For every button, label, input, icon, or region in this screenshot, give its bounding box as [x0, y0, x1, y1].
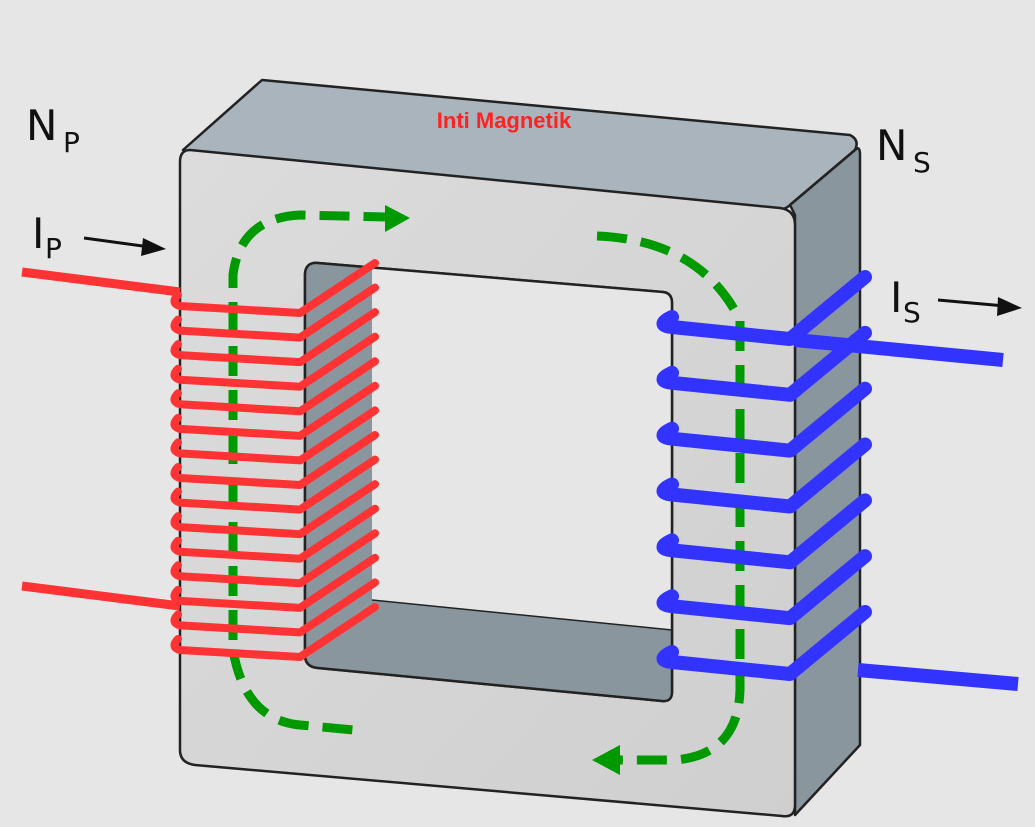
- primary-turns-symbol: N: [26, 101, 57, 150]
- primary-turn: [170, 308, 379, 367]
- secondary-current-symbol: I: [890, 273, 902, 322]
- core-window-edge: [371, 599, 673, 631]
- primary-turn: [170, 357, 379, 416]
- primary-turns-subscript: P: [63, 126, 80, 159]
- secondary-turn: [656, 493, 872, 570]
- primary-winding: [21, 259, 379, 661]
- primary-turn: [170, 259, 379, 317]
- primary-current-symbol: I: [32, 209, 44, 258]
- core-window-back: [372, 268, 672, 630]
- primary-turns-label: N P: [26, 101, 80, 159]
- core-title-label: Inti Magnetik: [437, 108, 572, 133]
- primary-turn: [170, 504, 379, 563]
- secondary-lead-out: [794, 333, 1004, 367]
- secondary-turn: [656, 270, 872, 346]
- primary-lead-in: [21, 267, 181, 297]
- secondary-turn: [656, 437, 872, 514]
- secondary-turn: [656, 381, 872, 458]
- secondary-turns-subscript: S: [913, 146, 931, 179]
- flux-top-right-arc: [596, 231, 745, 765]
- primary-turn: [170, 332, 379, 391]
- secondary-turn: [656, 549, 872, 626]
- primary-turn: [170, 283, 379, 342]
- secondary-lead-in: [857, 663, 1019, 691]
- secondary-winding: [656, 270, 1019, 691]
- secondary-turns-label: N S: [876, 121, 931, 179]
- primary-current-subscript: P: [45, 232, 62, 265]
- secondary-turn: [656, 325, 872, 402]
- flux-arrow-left-icon: [592, 745, 620, 775]
- primary-turn: [170, 578, 379, 637]
- core-window-outline: [303, 261, 674, 703]
- core-window-inner-bottom: [305, 600, 672, 702]
- primary-lead-out: [21, 581, 181, 611]
- flux-bottom-left-arc: [228, 649, 366, 736]
- primary-turn: [170, 529, 379, 588]
- flux-arrow-right-icon: [385, 205, 410, 232]
- secondary-current-arrow-icon: [937, 297, 1022, 316]
- secondary-current-subscript: S: [903, 296, 921, 329]
- secondary-turn: [656, 605, 872, 681]
- primary-turn: [170, 480, 379, 539]
- magnetic-flux-path: [228, 210, 745, 765]
- primary-current-label: I P: [32, 209, 62, 265]
- flux-top-left-arc: [228, 210, 386, 640]
- secondary-turns-symbol: N: [876, 121, 907, 170]
- primary-turn: [170, 455, 379, 514]
- secondary-current-label: I S: [890, 273, 921, 329]
- primary-turn: [170, 431, 379, 489]
- primary-turn: [170, 603, 379, 661]
- primary-turn: [170, 553, 379, 612]
- primary-turn: [170, 406, 379, 465]
- primary-turn: [170, 381, 379, 440]
- primary-current-arrow-icon: [83, 236, 166, 256]
